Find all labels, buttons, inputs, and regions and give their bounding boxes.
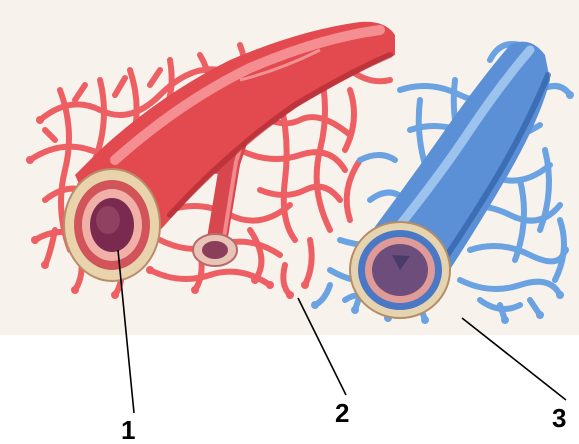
- callout-label-1: 1: [121, 417, 135, 443]
- callout-label-3: 3: [552, 405, 566, 431]
- vein-cross-section: [350, 222, 450, 318]
- artery-cross-section: [64, 169, 160, 281]
- callout-label-2: 2: [335, 400, 349, 426]
